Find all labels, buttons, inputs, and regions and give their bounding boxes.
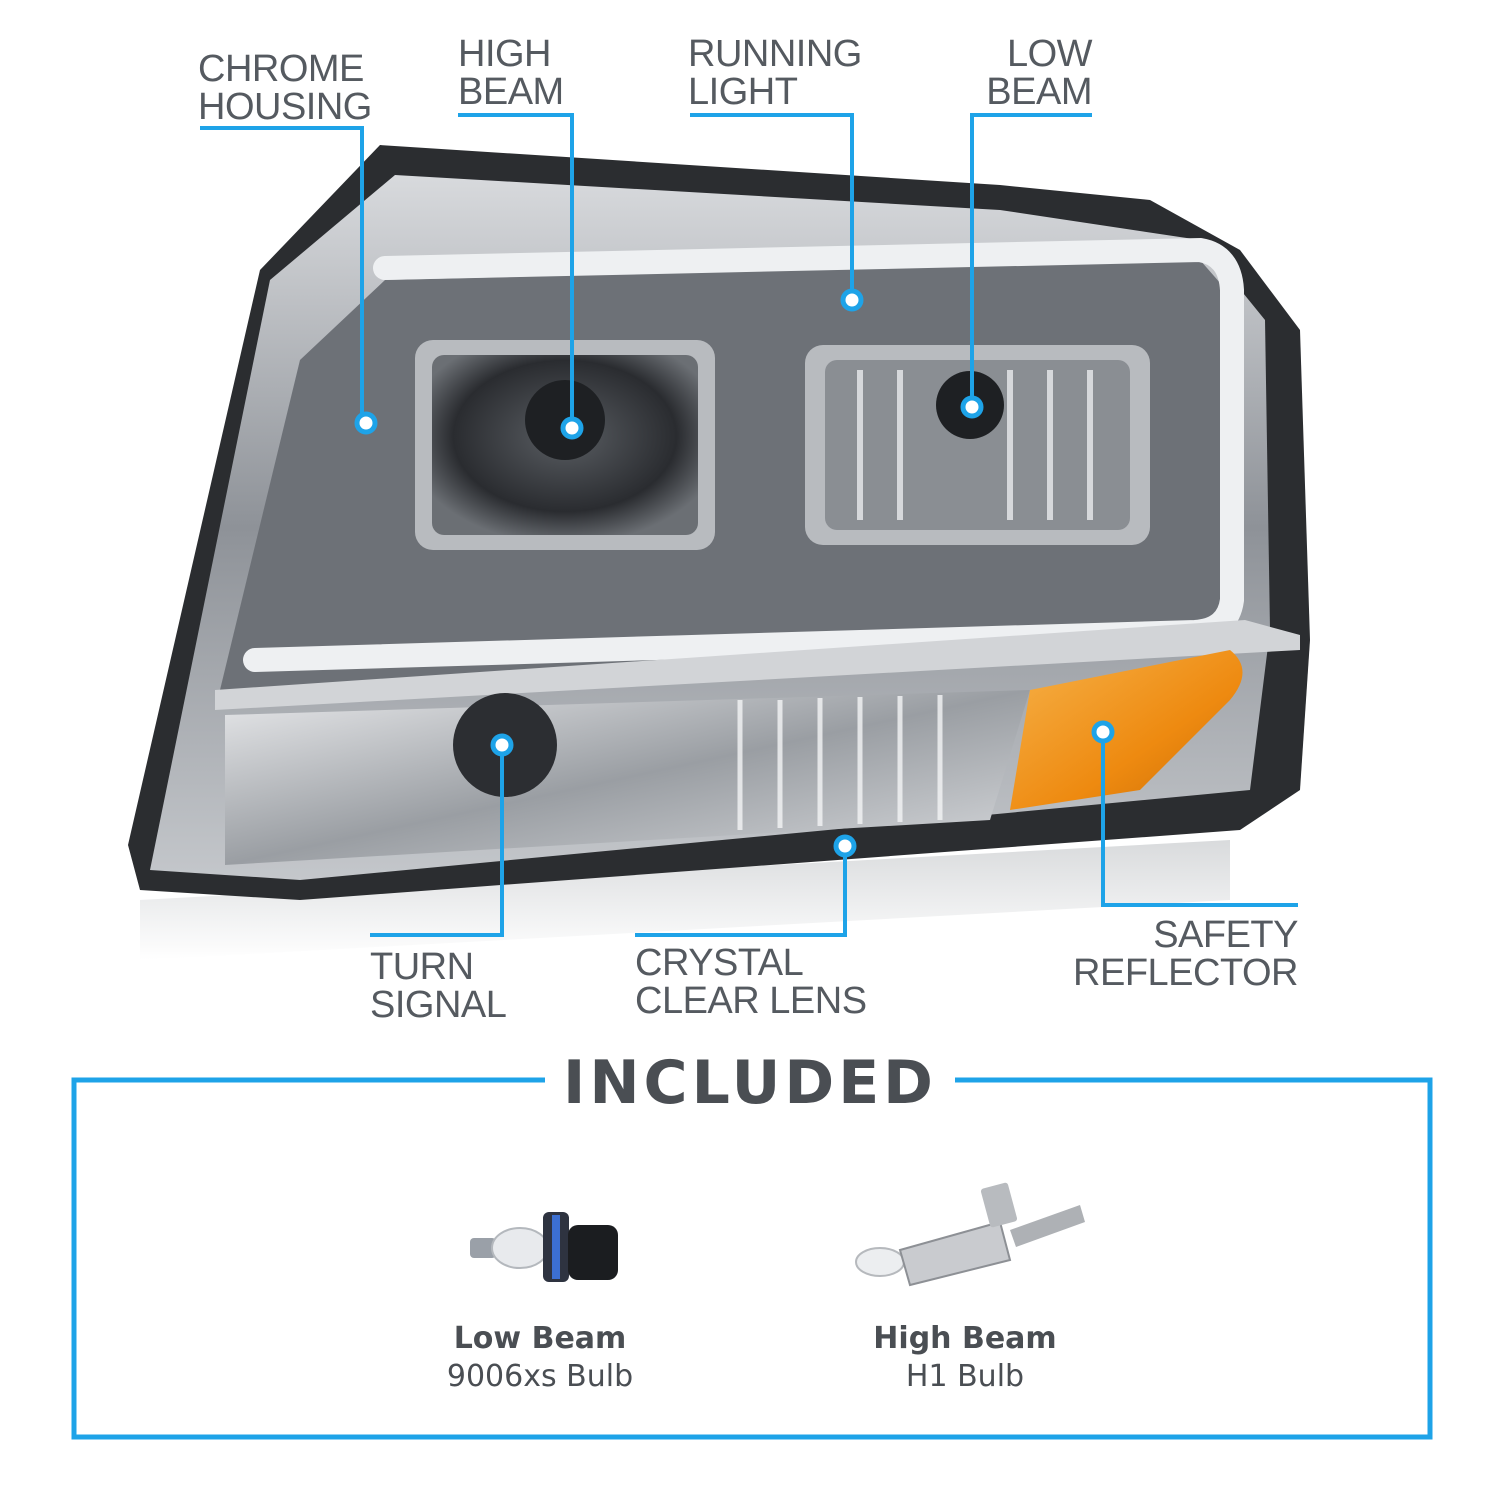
callout-dots (354, 288, 1115, 858)
bulb-h1-image (855, 1182, 1085, 1287)
dot-running-light (840, 288, 864, 312)
included-item-title: High Beam (873, 1321, 1057, 1356)
included-item-low-beam: Low Beam 9006xs Bulb (390, 1320, 690, 1396)
label-crystal-clear-lens-line1: CRYSTAL (635, 942, 804, 984)
label-safety-reflector-line2: REFLECTOR (1073, 952, 1298, 994)
label-turn-signal: TURN SIGNAL (370, 946, 507, 1026)
divider-strip (215, 620, 1300, 710)
label-low-beam: LOW BEAM (892, 35, 1092, 111)
dot-low-beam (960, 395, 984, 419)
label-turn-signal-line2: SIGNAL (370, 984, 507, 1026)
label-crystal-clear-lens: CRYSTAL CLEAR LENS (635, 944, 867, 1020)
label-safety-reflector-line1: SAFETY (1153, 914, 1298, 956)
included-item-subtitle: 9006xs Bulb (446, 1359, 634, 1394)
label-high-beam-line2: BEAM (458, 71, 564, 113)
label-low-beam-line1: LOW (1006, 33, 1093, 75)
dot-safety-reflector (1091, 720, 1115, 744)
label-high-beam: HIGH BEAM (458, 35, 564, 111)
bulb-9006-image (470, 1212, 618, 1282)
label-turn-signal-line1: TURN (370, 946, 474, 988)
included-item-high-beam: High Beam H1 Bulb (815, 1320, 1115, 1396)
dot-crystal-clear-lens (833, 834, 857, 858)
label-chrome-housing-line2: HOUSING (198, 86, 372, 128)
crystal-clear-lens-body (225, 690, 1030, 865)
safety-reflector-lens (1010, 650, 1243, 810)
label-high-beam-line1: HIGH (458, 33, 551, 75)
label-chrome-housing: CHROME HOUSING (198, 50, 372, 126)
label-running-light-line1: RUNNING (688, 33, 862, 75)
included-item-subtitle: H1 Bulb (905, 1359, 1025, 1394)
label-running-light: RUNNING LIGHT (688, 35, 862, 111)
lens-fins (737, 695, 943, 830)
callout-lines (200, 113, 1298, 937)
dot-chrome-housing (354, 411, 378, 435)
label-safety-reflector: SAFETY REFLECTOR (1048, 916, 1298, 992)
low-beam-fins (857, 370, 1093, 520)
dot-high-beam (560, 416, 584, 440)
label-chrome-housing-line1: CHROME (198, 48, 364, 90)
label-running-light-line2: LIGHT (688, 71, 798, 113)
included-frame (71, 1077, 1433, 1440)
floor-reflection (140, 840, 1230, 960)
included-title: INCLUDED (550, 1048, 950, 1118)
label-low-beam-line2: BEAM (986, 71, 1092, 113)
included-item-title: Low Beam (453, 1321, 627, 1356)
label-crystal-clear-lens-line2: CLEAR LENS (635, 980, 867, 1022)
dot-turn-signal (490, 733, 514, 757)
